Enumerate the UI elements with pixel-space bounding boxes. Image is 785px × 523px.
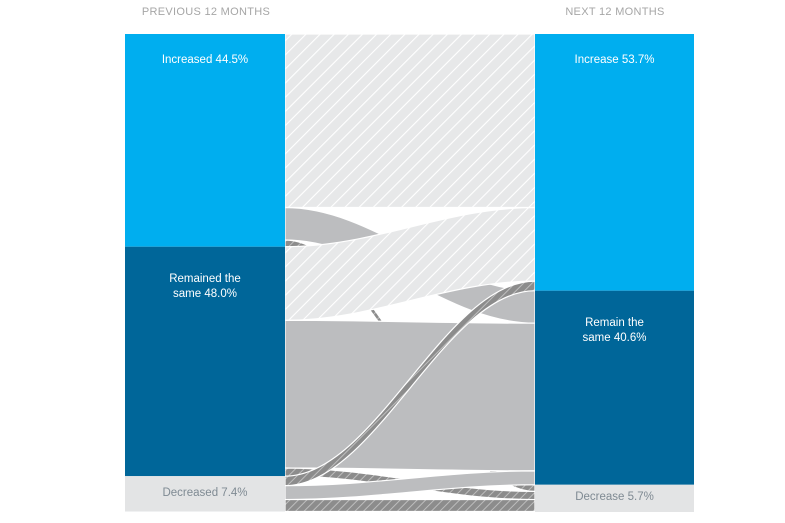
right-node-dec <box>535 484 694 512</box>
left-node-dec <box>125 476 285 512</box>
right-node-same-label: Remain the same 40.6% <box>582 316 647 344</box>
right-node-inc-label: Increase 53.7% <box>574 54 655 66</box>
left-node-inc <box>125 34 285 247</box>
right-node-dec-label: Decrease 5.7% <box>575 491 654 504</box>
left-node-dec-label: Decreased 7.4% <box>162 486 248 499</box>
right-node-inc <box>535 34 694 291</box>
right-node-same <box>535 290 694 485</box>
flow-same-to-same <box>284 319 536 472</box>
flow-dec-to-dec <box>284 498 536 513</box>
right-column-header: NEXT 12 MONTHS <box>565 6 665 18</box>
left-node-same-label: Remained the same 48.0% <box>169 272 241 300</box>
flow-inc-to-inc <box>284 33 536 209</box>
left-column-header: PREVIOUS 12 MONTHS <box>141 6 271 18</box>
left-node-same <box>125 246 285 477</box>
left-node-inc-label: Increased 44.5% <box>161 54 249 66</box>
flows-layer <box>284 33 536 513</box>
nodes-layer <box>125 34 694 512</box>
